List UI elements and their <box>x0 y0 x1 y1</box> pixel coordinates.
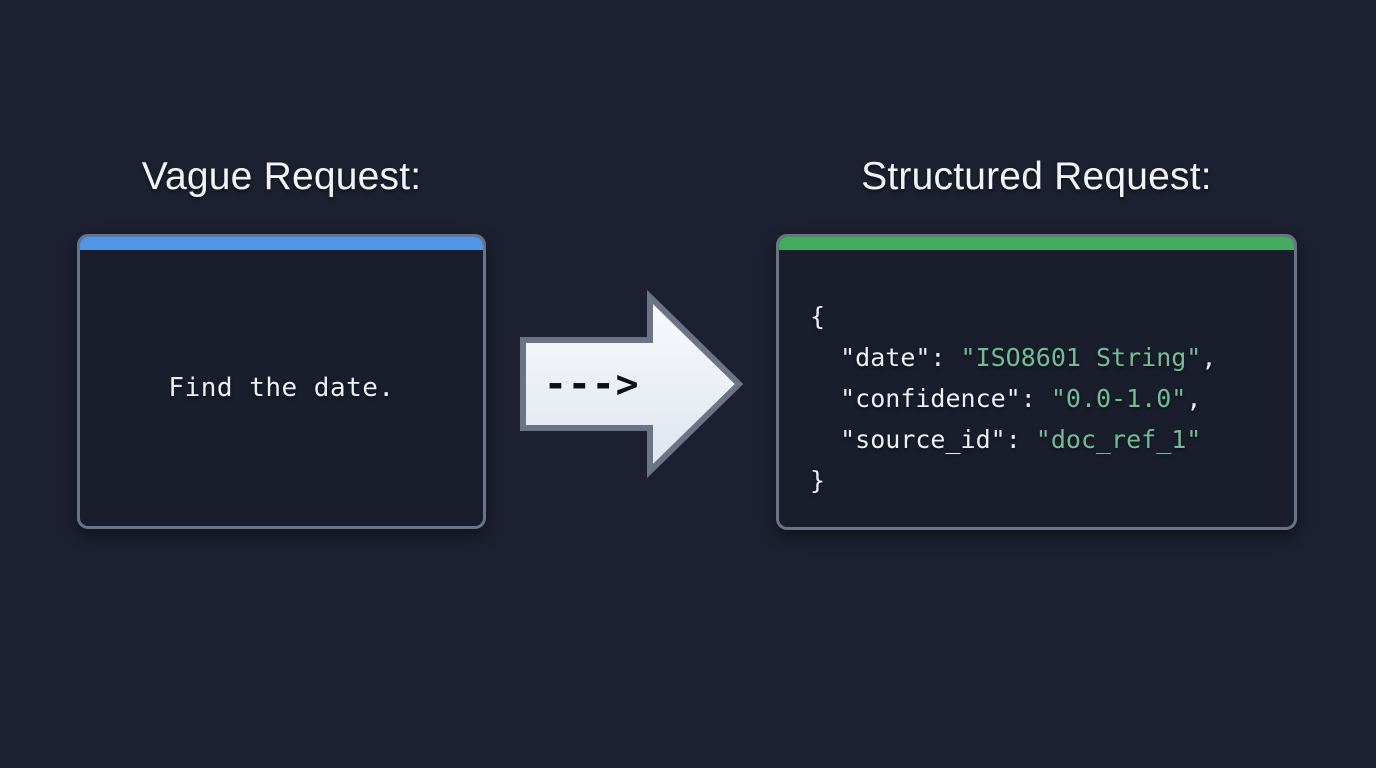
vague-request-card: Find the date. <box>77 234 486 529</box>
json-token-punct: } <box>810 466 826 495</box>
transformation-arrow: ---> <box>515 288 747 480</box>
json-indent <box>810 343 840 372</box>
arrow-icon <box>520 289 744 479</box>
json-token-punct: : <box>1020 384 1051 413</box>
json-token-str: "ISO8601 String" <box>960 343 1202 372</box>
json-token-punct: { <box>810 302 826 331</box>
right-card-body: { "date": "ISO8601 String", "confidence"… <box>779 250 1294 527</box>
json-code-line: } <box>810 460 1216 501</box>
json-code-block: { "date": "ISO8601 String", "confidence"… <box>810 296 1216 501</box>
structured-request-card: { "date": "ISO8601 String", "confidence"… <box>776 234 1297 530</box>
vague-request-text: Find the date. <box>168 373 395 403</box>
json-code-line: "source_id": "doc_ref_1" <box>810 419 1216 460</box>
right-card-accent-bar <box>779 237 1294 250</box>
json-token-key: "source_id" <box>840 425 1006 454</box>
json-code-line: "date": "ISO8601 String", <box>810 337 1216 378</box>
json-token-key: "date" <box>840 343 931 372</box>
json-token-punct: : <box>1005 425 1036 454</box>
left-card-accent-bar <box>80 237 483 250</box>
json-token-punct: , <box>1186 384 1202 413</box>
left-card-body: Find the date. <box>80 250 483 526</box>
json-code-line: "confidence": "0.0-1.0", <box>810 378 1216 419</box>
json-token-punct: , <box>1201 343 1217 372</box>
json-token-str: "doc_ref_1" <box>1035 425 1202 454</box>
json-indent <box>810 425 840 454</box>
json-token-punct: : <box>930 343 961 372</box>
json-token-key: "confidence" <box>840 384 1021 413</box>
json-indent <box>810 384 840 413</box>
json-token-str: "0.0-1.0" <box>1050 384 1187 413</box>
json-code-line: { <box>810 296 1216 337</box>
left-panel-title: Vague Request: <box>141 155 422 198</box>
right-panel-title: Structured Request: <box>861 155 1212 198</box>
